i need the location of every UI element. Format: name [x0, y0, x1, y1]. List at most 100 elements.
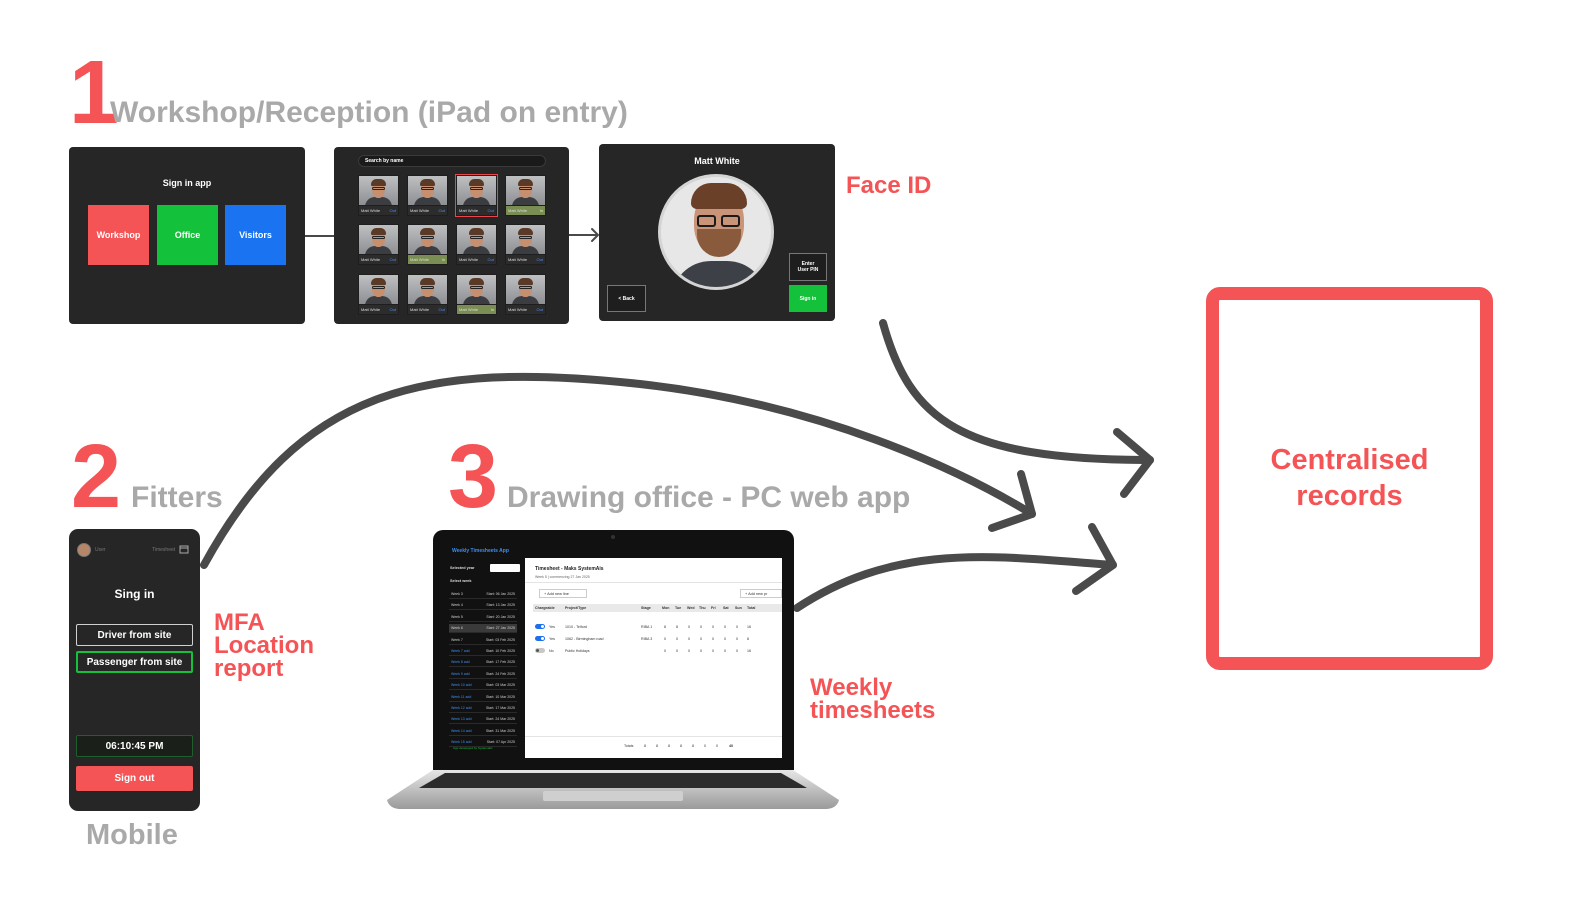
day-hours[interactable]: 0 [664, 637, 666, 641]
arrowhead-faceid [1113, 428, 1154, 498]
user-photo [506, 275, 545, 304]
week-start: Start: 10 Feb 2025 [486, 649, 515, 653]
user-photo [408, 176, 447, 205]
user-card-status: Out [389, 208, 396, 213]
sign-out-button[interactable]: Sign out [76, 766, 193, 791]
clock-display: 06:10:45 PM [76, 735, 193, 757]
add-new-line-button[interactable]: + Add new line [539, 589, 587, 598]
timesheet-app: Weekly Timesheets App Selected year Sele… [445, 544, 782, 758]
user-card-name: Matt White [361, 257, 381, 262]
day-hours[interactable]: 0 [712, 625, 714, 629]
user-card[interactable]: Matt White Out [358, 175, 399, 216]
workshop-button[interactable]: Workshop [88, 205, 149, 265]
day-hours[interactable]: 0 [736, 625, 738, 629]
user-photo [457, 225, 496, 254]
visitors-button[interactable]: Visitors [225, 205, 286, 265]
stage-value[interactable]: RIBA 3 [641, 637, 653, 641]
office-button[interactable]: Office [157, 205, 218, 265]
chargeable-toggle[interactable] [535, 636, 545, 641]
day-hours[interactable]: 0 [736, 637, 738, 641]
project-value[interactable]: 1062 - Birmingham road [565, 637, 604, 641]
app-footer: App developed by Systematic [453, 746, 493, 750]
weekly-timesheets-caption: Weekly timesheets [810, 674, 936, 724]
day-hours[interactable]: 0 [664, 649, 666, 653]
day-hours[interactable]: 0 [676, 649, 678, 653]
year-select[interactable] [490, 564, 520, 572]
user-card-name: Matt White [361, 307, 381, 312]
project-value[interactable]: 1010 - Telford [565, 625, 587, 629]
day-hours[interactable]: 0 [688, 637, 690, 641]
table-header-cell: Wed [687, 606, 695, 610]
day-hours[interactable]: 0 [688, 625, 690, 629]
search-input[interactable]: Search by name [358, 155, 546, 167]
day-hours[interactable]: 0 [736, 649, 738, 653]
user-card-name: Matt White [361, 208, 381, 213]
stage-value[interactable]: RIBA 1 [641, 625, 653, 629]
chargeable-toggle[interactable] [535, 648, 545, 653]
add-new-project-button[interactable]: + Add new pr [740, 589, 782, 598]
enter-pin-button[interactable]: Enter User PIN [789, 253, 827, 281]
timesheet-title: Timesheet - Maks SystemAis [535, 566, 604, 572]
section-1-number: 1 [69, 43, 120, 143]
day-hours[interactable]: 0 [724, 649, 726, 653]
calendar-icon[interactable] [179, 544, 189, 554]
day-hours[interactable]: 8 [664, 625, 666, 629]
day-hours[interactable]: 0 [676, 637, 678, 641]
timesheet-link[interactable]: Timesheet [152, 547, 176, 553]
face-id-caption: Face ID [846, 172, 932, 199]
user-card-status: Out [487, 257, 494, 262]
week-label: Week 10 add [451, 683, 472, 688]
back-button[interactable]: < Back [607, 285, 646, 312]
sign-in-app-panel: Sign in app Workshop Office Visitors [69, 147, 305, 324]
week-label: Week 12 add [451, 706, 472, 710]
chargeable-toggle[interactable] [535, 624, 545, 629]
day-hours[interactable]: 0 [724, 637, 726, 641]
project-value[interactable]: Public Holidays [565, 649, 590, 653]
day-hours[interactable]: 0 [688, 649, 690, 653]
user-card-status: Out [536, 307, 543, 312]
day-hours[interactable]: 0 [712, 637, 714, 641]
week-label: Week 6 [451, 626, 463, 631]
day-hours[interactable]: 0 [712, 649, 714, 653]
row-total: 16 [747, 625, 751, 629]
chargeable-value: No [549, 649, 554, 653]
day-hours[interactable]: 0 [724, 625, 726, 629]
day-hours[interactable]: 0 [700, 625, 702, 629]
day-hours[interactable]: 8 [676, 625, 678, 629]
driver-from-site-button[interactable]: Driver from site [76, 624, 193, 646]
centralised-records-label: Centralised records [1270, 444, 1429, 512]
day-hours[interactable]: 0 [700, 637, 702, 641]
day-hours[interactable]: 0 [700, 649, 702, 653]
week-start: Start: 20 Jan 2025 [486, 614, 515, 619]
face-id-sign-in-button[interactable]: Sign in [789, 285, 827, 312]
week-start: Start: 10 Mar 2025 [486, 694, 515, 699]
passenger-from-site-button[interactable]: Passenger from site [76, 651, 193, 673]
